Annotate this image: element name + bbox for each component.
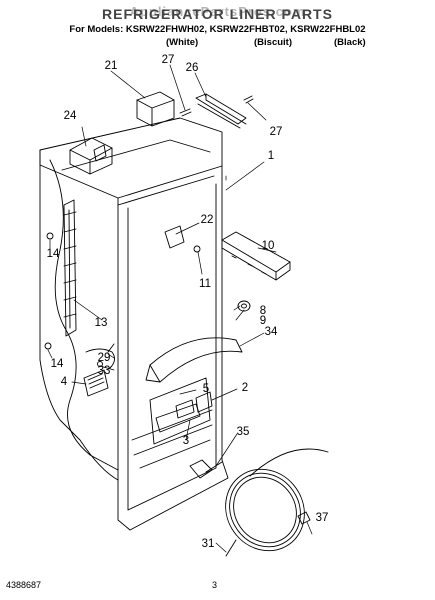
variant-biscuit: (Biscuit) [254, 37, 292, 48]
page-number: 3 [212, 580, 218, 590]
callout-14-upper: 14 [46, 248, 60, 260]
callout-10: 10 [261, 240, 275, 252]
callout-37: 37 [315, 512, 329, 524]
variant-black: (Black) [334, 37, 366, 48]
callout-9: 9 [259, 315, 267, 327]
knob [237, 300, 251, 312]
nut [297, 511, 311, 525]
water-tube-coil [225, 448, 329, 557]
callout-24: 24 [63, 110, 77, 122]
callout-33: 33 [97, 365, 111, 377]
callout-27-right: 27 [269, 126, 283, 138]
callout-27-top: 27 [161, 54, 175, 66]
callout-14-lower: 14 [50, 358, 64, 370]
thermostat [83, 369, 109, 397]
callout-29: 29 [97, 352, 111, 364]
callout-11: 11 [199, 278, 211, 290]
bracket-22 [164, 225, 185, 249]
top-rail [195, 93, 247, 129]
liner-cabinet [39, 117, 229, 531]
callout-22: 22 [200, 214, 214, 226]
document-part-number: 4388687 [6, 580, 42, 590]
variant-white: (White) [166, 37, 199, 48]
shelf-support [221, 231, 291, 281]
control-housing [69, 137, 113, 175]
top-bracket [136, 91, 175, 127]
page-title: REFRIGERATOR LINER PARTS [102, 6, 333, 22]
crisper-cover [145, 337, 243, 383]
callout-4: 4 [60, 376, 68, 388]
callout-13: 13 [94, 317, 108, 329]
callout-5: 5 [202, 383, 210, 395]
wiring [85, 343, 115, 369]
leader-lines [47, 64, 313, 553]
callout-3: 3 [182, 435, 190, 447]
callout-31: 31 [201, 538, 215, 550]
model-list: For Models: KSRW22FHWH02, KSRW22FHBT02, … [69, 24, 366, 35]
callout-1: 1 [267, 150, 275, 162]
watermark: AppliancePartsPros.com [129, 4, 306, 19]
callout-26: 26 [185, 62, 199, 74]
callout-34: 34 [264, 326, 278, 338]
callout-2: 2 [241, 382, 249, 394]
vertical-rail [63, 199, 77, 337]
tube-fitting [189, 459, 223, 479]
screws-27 [179, 95, 254, 117]
callout-21: 21 [104, 60, 118, 72]
drain-trough [155, 403, 201, 433]
callout-35: 35 [236, 426, 250, 438]
callout-8: 8 [259, 305, 267, 317]
